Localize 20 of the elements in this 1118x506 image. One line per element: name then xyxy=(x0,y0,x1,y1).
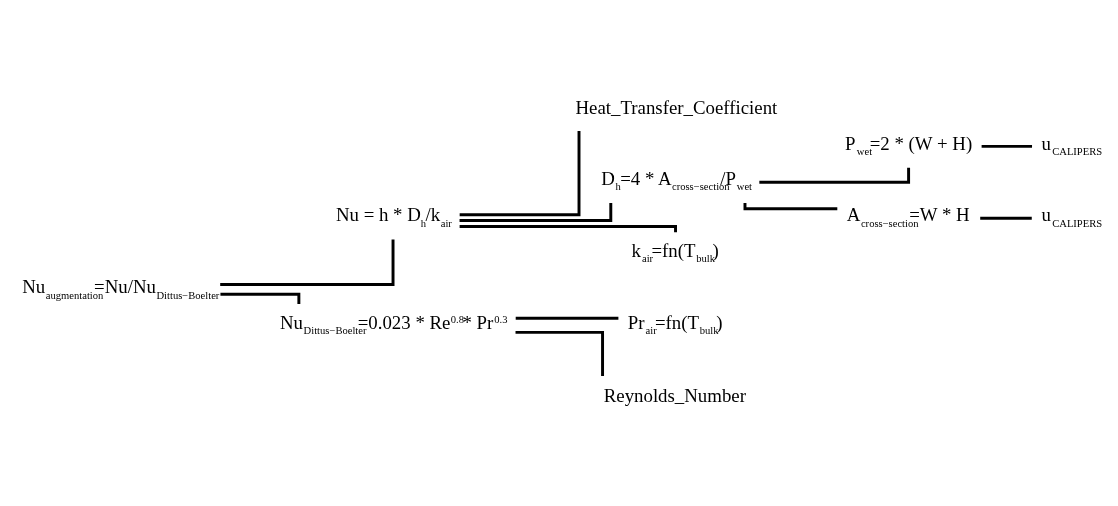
connector xyxy=(220,292,301,304)
connector xyxy=(220,239,395,286)
node-text: k$_{air}$=fn(T$_{bulk}$) xyxy=(631,239,719,264)
connector xyxy=(515,330,604,376)
node-text: A$_{cross−section}$=W * H xyxy=(846,203,970,229)
node-text: Reynolds_Number xyxy=(603,384,746,406)
node-text: u$_{CALIPERS}$ xyxy=(1041,203,1103,229)
connector xyxy=(981,144,1033,148)
node-text: Heat_Transfer_Coefficient xyxy=(575,96,778,118)
node-text: D$_{h}$=4 * A$_{cross−section}$/P$_{wet}$ xyxy=(601,167,753,192)
connector xyxy=(459,202,613,222)
node-text: Pr$_{air}$=fn(T$_{bulk}$) xyxy=(627,311,723,336)
node-text: Nu$_{augmentation}$=Nu/Nu$_{Dittus−Boelter}$ xyxy=(22,275,220,301)
connector xyxy=(980,216,1032,220)
node-text: Nu$_{Dittus−Boelter}$=0.023 * Re$^{0.8}$* Pr$^{0.3}$ xyxy=(280,311,508,336)
node-text: Nu = h * D$_{h}$/k$_{air}$ xyxy=(335,203,452,229)
node-text: u$_{CALIPERS}$ xyxy=(1041,132,1103,157)
connector xyxy=(459,130,581,216)
connector xyxy=(515,316,619,320)
node-text: P$_{wet}$=2 * (W + H) xyxy=(845,132,973,157)
